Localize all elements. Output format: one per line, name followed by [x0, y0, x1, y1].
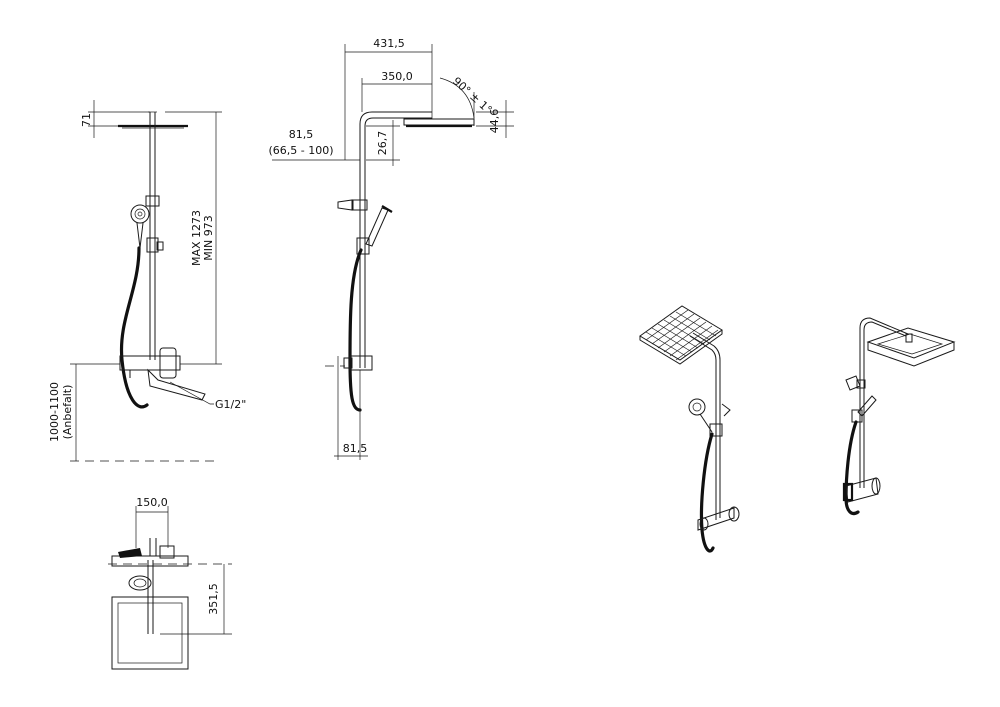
- top-shower-head: [111, 596, 189, 670]
- side-shower-head: [403, 118, 475, 126]
- side-hose: [348, 248, 363, 412]
- dim-top-overhang: 71: [80, 113, 93, 127]
- dim-wall-offset-range: (66,5 - 100): [268, 144, 333, 157]
- dim-head-thickness: 44,6: [488, 109, 501, 134]
- front-hose: [119, 246, 149, 409]
- iso2-hose: [844, 420, 860, 516]
- iso1-hand-shower: [688, 398, 706, 416]
- dim-arm-center: 350,0: [381, 70, 413, 83]
- front-hand-shower: [130, 204, 150, 224]
- side-shower-arm: [359, 111, 432, 368]
- top-hand-shower: [128, 575, 152, 591]
- dim-inlet-thread: G1/2": [215, 398, 246, 411]
- front-view: 71 MAX 1273 MIN 973 1000-1100 (Anbefalt)…: [48, 100, 246, 462]
- isometric-view-front: [639, 305, 740, 553]
- dim-wall-offset: 81,5: [289, 128, 314, 141]
- dim-head-depth: 351,5: [207, 583, 220, 615]
- dim-install-note: (Anbefalt): [61, 385, 74, 440]
- iso1-mixer: [697, 507, 735, 531]
- dim-bottom-offset: 81,5: [343, 442, 368, 455]
- dim-mixer-width: 150,0: [136, 496, 168, 509]
- top-view: 150,0 351,5: [108, 496, 232, 670]
- side-view: 431,5 350,0 90° ± 1° 44,6 26,7 81,5 (66,…: [268, 37, 514, 460]
- iso2-hand-shower: [857, 395, 877, 417]
- dim-height-max: MAX 1273: [190, 210, 203, 266]
- front-mixer: [119, 355, 181, 371]
- iso2-mixer: [845, 477, 879, 503]
- dim-install-height: 1000-1100: [48, 382, 61, 442]
- iso1-shower-head: [639, 305, 723, 361]
- dim-arm-drop: 26,7: [376, 131, 389, 156]
- dim-arm-total: 431,5: [373, 37, 405, 50]
- dim-height-min: MIN 973: [202, 215, 215, 260]
- isometric-view-side: [842, 317, 956, 516]
- iso1-hose: [699, 432, 715, 553]
- side-mixer: [349, 355, 373, 371]
